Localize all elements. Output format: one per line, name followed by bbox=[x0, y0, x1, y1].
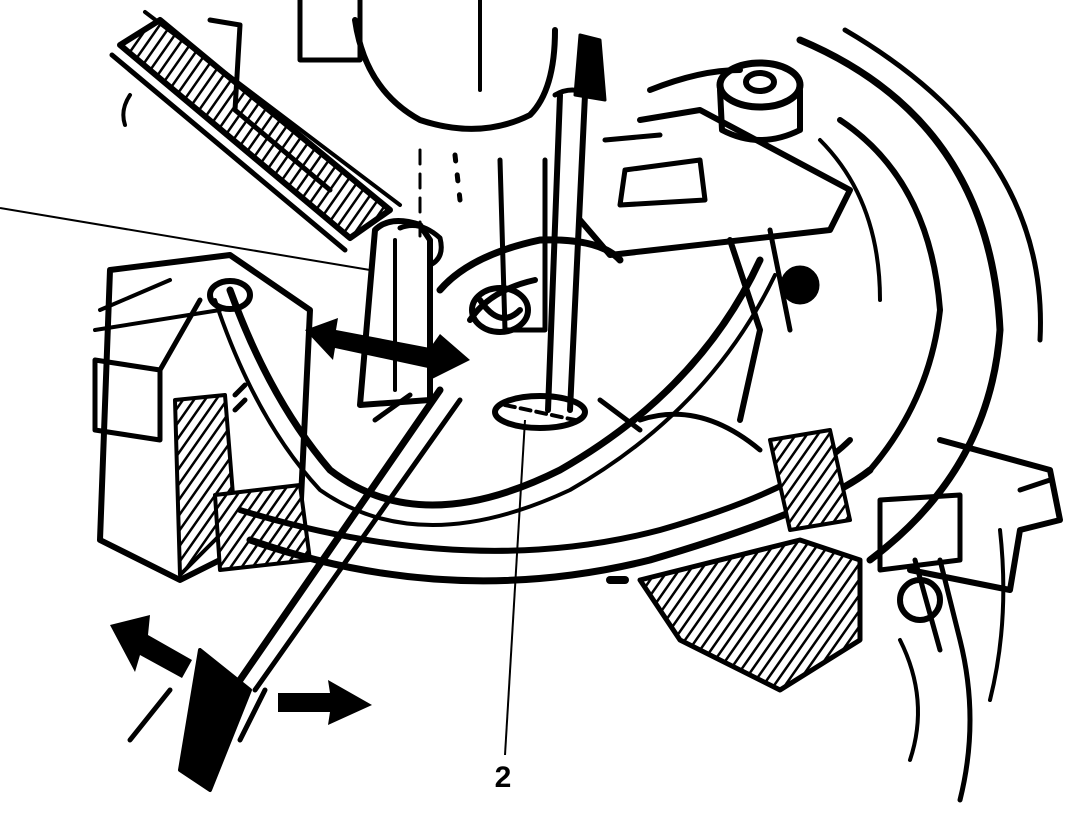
mounting-ear bbox=[877, 437, 1063, 803]
upper-hatched-rail bbox=[109, 10, 402, 253]
callout-leaders bbox=[0, 207, 526, 756]
arrow-left-lower bbox=[110, 615, 192, 678]
arrow-right-lower bbox=[278, 680, 372, 725]
center-shaft bbox=[492, 87, 593, 431]
upper-housing bbox=[207, 0, 607, 333]
upper-right-arm bbox=[577, 59, 853, 423]
central-plate bbox=[436, 236, 624, 335]
leader-line-2 bbox=[504, 419, 526, 756]
leader-line-1 bbox=[0, 207, 371, 271]
spring-wire bbox=[207, 256, 777, 527]
arrow-double-center bbox=[305, 318, 470, 380]
left-block bbox=[92, 252, 313, 583]
lower-housing bbox=[597, 397, 863, 693]
callout-label-2: 2 bbox=[495, 761, 512, 794]
screwdriver bbox=[127, 386, 463, 792]
spring-clip bbox=[357, 218, 444, 423]
